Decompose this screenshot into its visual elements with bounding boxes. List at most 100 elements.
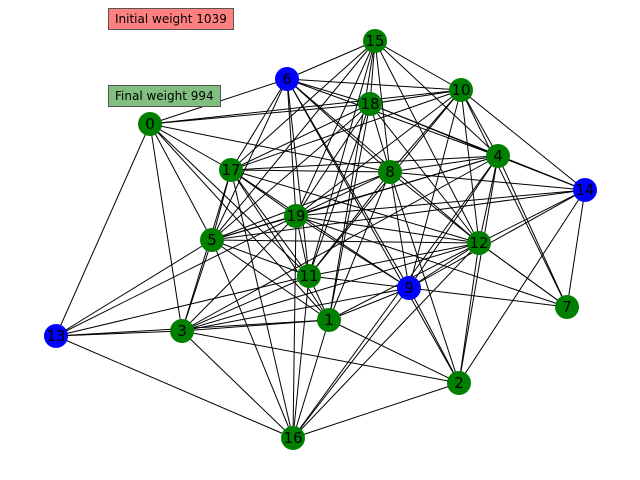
node-3: 3 xyxy=(170,319,194,343)
node-circle xyxy=(447,371,471,395)
node-circle xyxy=(138,112,162,136)
edge-17-16 xyxy=(230,169,294,439)
node-circle xyxy=(555,295,579,319)
node-circle xyxy=(200,228,224,252)
edge-6-18 xyxy=(286,78,371,105)
node-label: 2 xyxy=(454,374,464,392)
edge-5-3 xyxy=(181,239,213,332)
node-2: 2 xyxy=(447,371,471,395)
node-label: 14 xyxy=(575,181,594,199)
node-9: 9 xyxy=(397,276,421,300)
edge-0-1 xyxy=(149,123,330,321)
node-circle xyxy=(275,67,299,91)
edge-19-3 xyxy=(181,215,297,332)
node-7: 7 xyxy=(555,295,579,319)
edge-15-10 xyxy=(374,40,462,91)
node-label: 12 xyxy=(469,234,488,252)
edge-0-13 xyxy=(55,123,151,337)
node-label: 7 xyxy=(562,298,572,316)
edge-5-11 xyxy=(211,239,310,277)
edge-18-11 xyxy=(308,103,371,277)
node-label: 18 xyxy=(360,95,379,113)
edge-8-19 xyxy=(295,171,391,217)
edge-4-14 xyxy=(497,155,586,191)
node-label: 4 xyxy=(493,147,503,165)
edge-0-17 xyxy=(149,123,232,171)
edge-0-10 xyxy=(149,89,462,125)
edge-18-19 xyxy=(295,103,371,217)
edge-12-9 xyxy=(408,242,480,289)
edge-9-1 xyxy=(328,287,410,321)
edge-19-16 xyxy=(292,215,297,439)
edge-11-9 xyxy=(308,275,410,289)
node-16: 16 xyxy=(281,426,305,450)
edge-10-8 xyxy=(389,89,462,173)
edge-14-9 xyxy=(408,189,586,289)
node-18: 18 xyxy=(358,92,382,116)
node-10: 10 xyxy=(449,78,473,102)
edge-0-5 xyxy=(149,123,213,241)
edge-17-8 xyxy=(230,169,391,173)
node-circle xyxy=(170,319,194,343)
edge-8-14 xyxy=(389,171,586,191)
node-circle xyxy=(358,92,382,116)
edge-12-16 xyxy=(292,242,480,439)
edge-4-7 xyxy=(497,155,568,308)
edge-10-12 xyxy=(460,89,480,244)
node-8: 8 xyxy=(378,160,402,184)
edge-6-8 xyxy=(286,78,391,173)
node-circle xyxy=(281,426,305,450)
node-circle xyxy=(378,160,402,184)
edge-14-5 xyxy=(211,189,586,241)
node-label: 6 xyxy=(282,70,292,88)
edge-12-11 xyxy=(308,242,480,277)
edge-8-12 xyxy=(389,171,480,244)
edge-3-16 xyxy=(181,330,294,439)
edge-8-4 xyxy=(389,155,499,173)
node-13: 13 xyxy=(44,324,68,348)
node-15: 15 xyxy=(363,29,387,53)
edge-18-17 xyxy=(230,103,371,171)
edge-15-11 xyxy=(308,40,376,277)
node-circle xyxy=(449,78,473,102)
node-circle xyxy=(397,276,421,300)
edge-15-8 xyxy=(374,40,391,173)
edge-11-13 xyxy=(55,275,310,337)
edge-8-1 xyxy=(328,171,391,321)
node-6: 6 xyxy=(275,67,299,91)
node-label: 11 xyxy=(299,267,318,285)
edge-0-11 xyxy=(149,123,310,277)
edge-10-19 xyxy=(295,89,462,217)
edge-6-17 xyxy=(230,78,288,171)
node-label: 15 xyxy=(365,32,384,50)
node-label: 1 xyxy=(324,311,334,329)
edge-19-7 xyxy=(295,215,568,308)
node-5: 5 xyxy=(200,228,224,252)
edge-7-12 xyxy=(478,242,568,308)
edge-14-12 xyxy=(478,189,586,244)
edge-2-16 xyxy=(292,382,460,439)
initial-weight-label: Initial weight 1039 xyxy=(108,8,234,30)
edge-9-3 xyxy=(181,287,410,332)
edge-18-12 xyxy=(369,103,480,244)
edge-0-18 xyxy=(149,103,371,125)
node-label: 13 xyxy=(46,327,65,345)
node-14: 14 xyxy=(573,178,597,202)
edge-10-4 xyxy=(460,89,499,157)
edge-6-5 xyxy=(211,78,288,241)
edge-6-9 xyxy=(286,78,410,289)
edge-6-12 xyxy=(286,78,480,244)
edge-5-16 xyxy=(211,239,294,439)
edge-11-16 xyxy=(292,275,310,439)
edge-11-3 xyxy=(181,275,310,332)
edge-13-16 xyxy=(55,335,294,439)
edge-6-19 xyxy=(286,78,297,217)
node-17: 17 xyxy=(219,158,243,182)
final-weight-label: Final weight 994 xyxy=(108,85,221,107)
edge-14-7 xyxy=(566,189,586,308)
edge-17-9 xyxy=(230,169,410,289)
edge-19-5 xyxy=(211,215,297,241)
edge-17-4 xyxy=(230,155,499,171)
edge-19-13 xyxy=(55,215,297,337)
edge-2-12 xyxy=(458,242,480,384)
